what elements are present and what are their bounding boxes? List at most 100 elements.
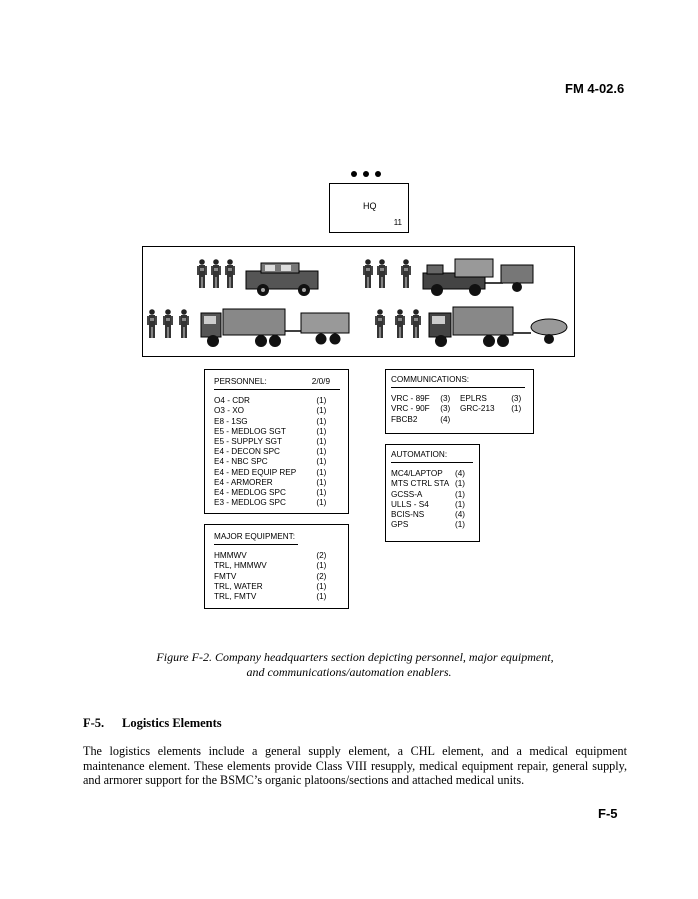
list-item-qty: (4) bbox=[455, 510, 466, 520]
list-item-role: O3 - XO bbox=[214, 406, 245, 416]
soldier-icon bbox=[179, 309, 189, 338]
list-item: O4 - CDR (1) bbox=[214, 396, 340, 406]
list-item-qty: (1) bbox=[316, 396, 327, 406]
list-item-qty: (1) bbox=[455, 499, 466, 509]
list-item-qty: (1) bbox=[316, 467, 327, 477]
list-item: FBCB2(4) bbox=[391, 415, 525, 425]
list-item-qty: (1) bbox=[455, 489, 466, 499]
communications-title: COMMUNICATIONS: bbox=[391, 375, 470, 384]
list-item: GCSS-A (1) bbox=[391, 490, 473, 500]
list-item: VRC - 89F(3)EPLRS(3) bbox=[391, 394, 525, 404]
list-item-a: VRC - 89F bbox=[391, 394, 430, 404]
communications-box: COMMUNICATIONS: VRC - 89F(3)EPLRS(3)VRC … bbox=[385, 369, 534, 434]
automation-box: AUTOMATION: MC4/LAPTOP(4)MTS CTRL STA(1)… bbox=[385, 444, 480, 542]
section-heading: F-5. Logistics Elements bbox=[83, 716, 222, 731]
soldier-icon bbox=[197, 259, 207, 288]
list-item-b: GRC-213 bbox=[459, 404, 495, 414]
list-item: TRL, WATER (1) bbox=[214, 582, 340, 592]
list-item-qty: (1) bbox=[316, 488, 327, 498]
list-item-aq: (3) bbox=[440, 404, 451, 414]
list-item: O3 - XO (1) bbox=[214, 406, 340, 416]
list-item-role: E5 - SUPPLY SGT bbox=[214, 437, 282, 447]
list-item-qty: (1) bbox=[316, 498, 327, 508]
list-item-bq: (1) bbox=[511, 404, 522, 414]
equipment-title: MAJOR EQUIPMENT: bbox=[214, 532, 295, 541]
section-number: F-5. bbox=[83, 716, 105, 730]
list-item-item: FMTV bbox=[214, 571, 237, 581]
list-item: VRC - 90F (3) GRC-213 (1) bbox=[391, 404, 525, 414]
list-item-role: E5 - MEDLOG SGT bbox=[214, 426, 286, 436]
fmtv-with-water-trailer-icon bbox=[428, 306, 568, 347]
list-item-item: TRL, FMTV bbox=[214, 592, 257, 602]
caption-line-1: Figure F-2. Company headquarters section… bbox=[156, 650, 554, 664]
list-item-item: TRL, HMMWV bbox=[214, 561, 267, 571]
list-item: HMMWV (2) bbox=[214, 551, 340, 561]
echelon-dot bbox=[351, 171, 357, 177]
list-item: BCIS-NS (4) bbox=[391, 510, 473, 520]
list-item-item: GCSS-A bbox=[391, 489, 423, 499]
echelon-dot bbox=[375, 171, 381, 177]
echelon-dot bbox=[363, 171, 369, 177]
list-item: E8 - 1SG(1) bbox=[214, 417, 340, 427]
automation-list: MC4/LAPTOP(4)MTS CTRL STA(1)GCSS-A(1)ULL… bbox=[391, 469, 473, 530]
list-item-item: TRL, WATER bbox=[214, 581, 263, 591]
document-id: FM 4-02.6 bbox=[565, 81, 625, 96]
soldier-icon bbox=[225, 259, 235, 288]
list-item-item: HMMWV bbox=[214, 551, 247, 561]
list-item: E4 - NBC SPC(1) bbox=[214, 457, 340, 467]
list-item: MC4/LAPTOP(4) bbox=[391, 469, 473, 479]
list-item-b bbox=[460, 415, 511, 425]
list-item-item: GPS bbox=[391, 520, 409, 530]
divider bbox=[214, 389, 340, 391]
list-item-role: O4 - CDR bbox=[214, 396, 250, 406]
list-item-bq: (3) bbox=[511, 394, 522, 404]
list-item-bq bbox=[511, 415, 525, 425]
personnel-list: O4 - CDR(1)O3 - XO(1)E8 - 1SG(1)E5 - MED… bbox=[214, 396, 340, 508]
divider bbox=[391, 387, 525, 389]
list-item-item: MTS CTRL STA bbox=[391, 479, 450, 489]
personnel-title: PERSONNEL: bbox=[214, 377, 267, 386]
list-item-qty: (1) bbox=[316, 426, 327, 436]
list-item-qty: (1) bbox=[316, 406, 327, 416]
list-item-aq: (3) bbox=[440, 394, 451, 404]
list-item-role: E4 - MED EQUIP REP bbox=[214, 467, 297, 477]
soldier-icon bbox=[211, 259, 221, 288]
list-item-role: E4 - ARMORER bbox=[214, 477, 273, 487]
list-item-qty: (2) bbox=[316, 551, 327, 561]
list-item: GPS (1) bbox=[391, 520, 473, 530]
list-item: MTS CTRL STA(1) bbox=[391, 479, 473, 489]
list-item-qty: (1) bbox=[316, 581, 327, 591]
hq-box: HQ 11 bbox=[329, 183, 409, 233]
soldier-icon bbox=[377, 259, 387, 288]
list-item-qty: (1) bbox=[455, 520, 466, 530]
figure-caption: Figure F-2. Company headquarters section… bbox=[0, 650, 698, 679]
communications-list: VRC - 89F(3)EPLRS(3)VRC - 90F(3)GRC-213(… bbox=[391, 394, 525, 425]
fmtv-with-trailer-icon bbox=[200, 308, 350, 347]
list-item-qty: (1) bbox=[316, 561, 327, 571]
divider bbox=[214, 544, 298, 546]
list-item-role: E4 - MEDLOG SPC bbox=[214, 488, 286, 498]
list-item-role: E4 - DECON SPC bbox=[214, 447, 280, 457]
list-item-a: VRC - 90F bbox=[391, 404, 430, 414]
illustration-svg bbox=[147, 258, 568, 347]
soldier-icon bbox=[163, 309, 173, 338]
list-item-item: ULLS - S4 bbox=[391, 499, 429, 509]
soldier-icon bbox=[401, 259, 411, 288]
personnel-vehicle-illustration bbox=[142, 246, 575, 357]
list-item-role: E8 - 1SG bbox=[214, 416, 248, 426]
list-item-qty: (1) bbox=[316, 592, 327, 602]
list-item-qty: (1) bbox=[316, 477, 327, 487]
list-item-item: BCIS-NS bbox=[391, 510, 425, 520]
personnel-box: PERSONNEL: 2/0/9 O4 - CDR(1)O3 - XO(1)E8… bbox=[204, 369, 349, 514]
hmmwv-with-trailer-icon bbox=[422, 258, 534, 296]
list-item: E5 - MEDLOG SGT (1) bbox=[214, 427, 340, 437]
list-item-role: E4 - NBC SPC bbox=[214, 457, 268, 467]
caption-line-2: and communications/automation enablers. bbox=[246, 664, 452, 679]
list-item: E4 - DECON SPC(1) bbox=[214, 447, 340, 457]
section-title: Logistics Elements bbox=[122, 716, 222, 730]
equipment-list: HMMWV (2)TRL, HMMWV (1) FMTV (2) TRL, WATER (1… bbox=[214, 551, 340, 602]
list-item-a: FBCB2 bbox=[391, 414, 418, 424]
soldier-icon bbox=[411, 309, 421, 338]
section-body: The logistics elements include a general… bbox=[83, 744, 627, 787]
hq-count: 11 bbox=[393, 218, 402, 227]
